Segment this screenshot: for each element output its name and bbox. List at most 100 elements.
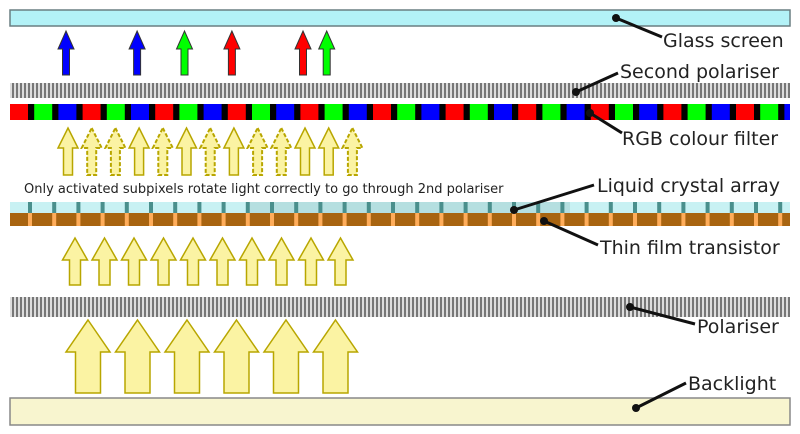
transistor — [391, 213, 395, 226]
blue-subpixel-filter — [711, 104, 730, 120]
green-subpixel-filter — [252, 104, 270, 120]
transistor — [270, 213, 274, 226]
transistor — [536, 213, 541, 226]
activated-subpixel-arrow — [317, 126, 340, 176]
liquid-crystal-cell-divider — [487, 202, 492, 213]
backlight-layer — [9, 397, 791, 426]
polarised-light-arrows — [61, 236, 355, 286]
light-arrow — [267, 236, 296, 286]
liquid-crystal-cell-divider — [149, 202, 153, 213]
liquid-crystal-cell-divider — [560, 202, 565, 213]
red-subpixel-filter — [300, 104, 319, 120]
transistor — [149, 213, 153, 226]
transistor — [705, 213, 710, 226]
light-arrow — [297, 236, 325, 286]
backlight-arrow — [312, 318, 359, 394]
emitted-light-arrows — [57, 29, 336, 76]
transistor — [584, 213, 589, 226]
light-arrow — [326, 236, 355, 286]
liquid-crystal-cell-divider — [294, 202, 299, 213]
backlight-arrow — [262, 318, 310, 394]
svg-text:Polariser: Polariser — [697, 316, 779, 338]
blocked-subpixel-arrow — [151, 125, 175, 176]
green-subpixel-filter — [760, 104, 779, 120]
glass-screen-layer — [9, 9, 791, 27]
transistor — [487, 213, 492, 226]
transistor — [245, 213, 250, 226]
backlight-arrow — [213, 318, 260, 394]
explanation-note: Only activated subpixels rotate light co… — [24, 182, 504, 197]
red-subpixel-filter — [155, 104, 174, 120]
green-subpixel-filter — [397, 104, 416, 120]
red-subpixel-filter — [663, 104, 682, 120]
blocked-subpixel-arrow — [245, 125, 270, 176]
label-thin-film-transistor: Thin film transistor — [540, 217, 780, 259]
tft-band — [10, 213, 790, 226]
transistor — [512, 213, 516, 226]
transistor — [28, 213, 32, 226]
transistor — [754, 213, 758, 226]
transistor — [76, 213, 81, 226]
transistor — [560, 213, 565, 226]
blue-subpixel-filter — [348, 104, 367, 120]
transistor — [100, 213, 105, 226]
backlight-arrow — [114, 318, 161, 394]
activated-subpixel-arrow — [222, 126, 246, 176]
red-subpixel-filter — [227, 104, 246, 120]
blocked-subpixel-arrow — [340, 125, 365, 176]
liquid-crystal-cell-divider — [270, 202, 274, 213]
liquid-crystal-cell-divider — [754, 202, 758, 213]
polariser-layer — [10, 297, 790, 317]
label-glass-screen: Glass screen — [612, 14, 784, 52]
liquid-crystal-cell-divider — [778, 202, 783, 213]
red-subpixel-filter — [10, 104, 28, 120]
liquid-crystal-cell-divider — [657, 202, 662, 213]
transistor — [342, 213, 347, 226]
liquid-crystal-cell-divider — [729, 202, 734, 213]
green-subpixel-filter — [687, 104, 706, 120]
liquid-crystal-cell-divider — [608, 202, 613, 213]
liquid-crystal-cell-divider — [391, 202, 395, 213]
liquid-crystal-layer — [10, 202, 790, 213]
backlight-arrow — [163, 318, 211, 394]
liquid-crystal-cell-divider — [197, 202, 202, 213]
red-subpixel-filter — [518, 104, 537, 120]
activated-subpixel-arrow — [127, 126, 151, 176]
liquid-crystal-cell-divider — [633, 202, 637, 213]
liquid-crystal-cell-divider — [415, 202, 420, 213]
green-subpixel-filter — [615, 104, 633, 120]
green-subpixel-filter — [542, 104, 561, 120]
liquid-crystal-cell-divider — [463, 202, 468, 213]
rgb-colour-filter-layer — [10, 104, 790, 120]
light-arrow — [61, 236, 89, 286]
green-subpixel-filter — [469, 104, 488, 120]
label-backlight: Backlight — [632, 373, 776, 412]
red-light-arrow — [294, 29, 312, 76]
transistor — [463, 213, 468, 226]
blue-subpixel-filter — [203, 104, 222, 120]
svg-text:RGB colour filter: RGB colour filter — [622, 128, 778, 150]
backlight-arrow — [64, 318, 112, 394]
transistor — [221, 213, 226, 226]
thin-film-transistor-layer — [10, 213, 790, 226]
transistor — [294, 213, 299, 226]
transistor — [52, 213, 57, 226]
transistor — [173, 213, 178, 226]
liquid-crystal-cell-divider — [124, 202, 129, 213]
liquid-crystal-cell-divider — [681, 202, 686, 213]
liquid-crystal-cell-divider — [245, 202, 250, 213]
blue-subpixel-filter — [131, 104, 149, 120]
liquid-crystal-cell-divider — [221, 202, 226, 213]
svg-text:Backlight: Backlight — [688, 373, 776, 395]
transistor — [318, 213, 323, 226]
svg-text:Glass screen: Glass screen — [663, 30, 784, 52]
liquid-crystal-cell-divider — [342, 202, 347, 213]
transistor — [633, 213, 637, 226]
light-arrow — [179, 236, 207, 286]
subpixel-light-arrows — [56, 125, 365, 176]
liquid-crystal-cell-divider — [318, 202, 323, 213]
label-polariser: Polariser — [626, 303, 779, 338]
liquid-crystal-cell-divider — [52, 202, 57, 213]
transistor — [415, 213, 420, 226]
blue-subpixel-filter — [494, 104, 512, 120]
